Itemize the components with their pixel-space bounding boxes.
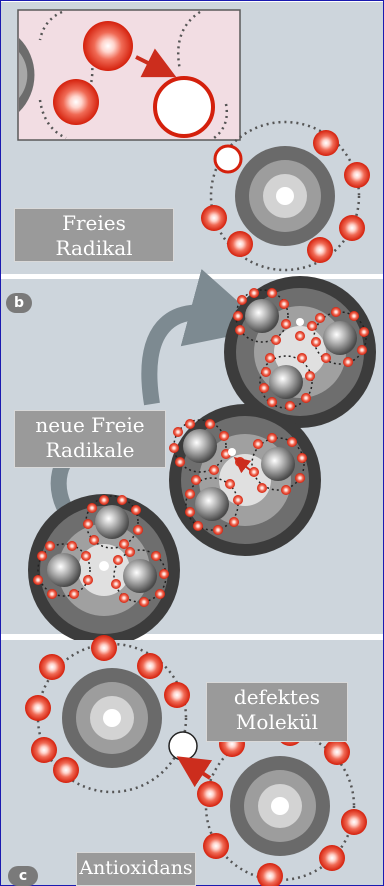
label-antioxidans: Antioxidans [76, 852, 196, 886]
label-defektes-molekuel: defektes Molekül [206, 682, 348, 742]
panel-c [1, 635, 383, 886]
label-neue-freie-radikale: neue Freie Radikale [14, 410, 166, 468]
panel-letter-b: b [6, 293, 32, 313]
molecule-cluster [169, 404, 321, 556]
radical-electron [53, 79, 99, 125]
molecule-cluster [28, 494, 180, 646]
missing-electron [155, 78, 213, 136]
label-freies-radikal: Freies Radikal [14, 208, 174, 262]
panel-letter-c: c [8, 866, 38, 886]
radical-electron [83, 21, 133, 71]
donated-electron [169, 732, 197, 760]
missing-electron [215, 146, 241, 172]
